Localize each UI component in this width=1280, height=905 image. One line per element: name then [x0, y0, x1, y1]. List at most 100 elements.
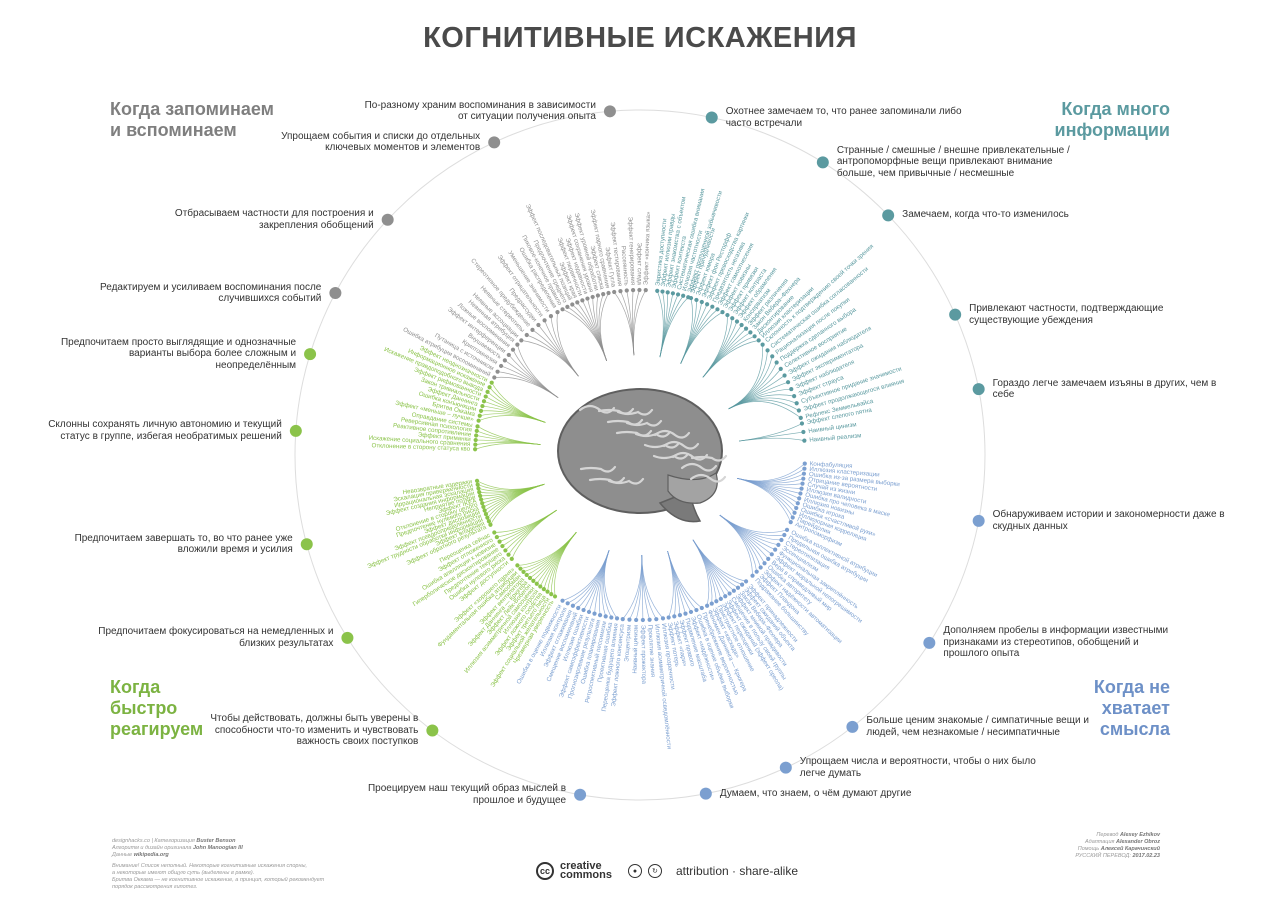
reason-label: По-разному храним воспоминания в зависим…: [364, 99, 596, 123]
bias-dot: [743, 326, 749, 331]
reason-label: Упрощаем события и списки до отдельных к…: [281, 130, 481, 154]
bias-dot: [624, 288, 629, 293]
bias-dot: [796, 408, 801, 413]
reason-label: Гораздо легче замечаем изъяны в других, …: [992, 377, 1217, 401]
bias-dot: [720, 310, 725, 315]
bias-dot: [677, 612, 683, 618]
bias-branch: [596, 295, 607, 361]
bias-dot: [481, 399, 487, 404]
reason-label: Больше ценим знакомые / симпатичные вещи…: [866, 715, 1089, 738]
bias-dot: [794, 505, 799, 511]
bias-dot: [637, 287, 642, 293]
bias-dot: [620, 616, 625, 622]
bias-dot: [694, 607, 699, 613]
reason-dot: [304, 348, 317, 361]
bias-dot: [586, 609, 592, 615]
bias-dot: [750, 573, 755, 578]
bias-dot: [762, 561, 767, 566]
bias-dot: [473, 442, 478, 447]
bias-label: Отклонение в сторону статуса кво: [371, 442, 470, 452]
bias-dot: [518, 566, 523, 571]
bias-branch: [738, 437, 805, 442]
bias-dot: [792, 394, 797, 399]
page-title: КОГНИТИВНЫЕ ИСКАЖЕНИЯ: [423, 22, 857, 54]
bias-group: Эффект «меньше – лучше»Бритва ОккамаОшиб…: [383, 345, 546, 423]
bias-dot: [634, 617, 639, 623]
bias-dot: [601, 292, 606, 297]
bias-dot: [802, 461, 807, 466]
bias-dot: [477, 490, 482, 495]
bias-branch: [494, 376, 559, 398]
bias-dot: [580, 298, 585, 303]
bias-dot: [801, 429, 806, 435]
bias-dot: [545, 589, 550, 594]
bias-dot: [782, 532, 787, 538]
bias-dot: [478, 408, 484, 414]
bias-dot: [785, 380, 791, 385]
bias-group: Отклонение в сторону статуса квоИскажени…: [368, 411, 541, 453]
bias-dot: [760, 342, 765, 347]
bias-dot: [483, 394, 488, 399]
reason-dot: [341, 631, 354, 644]
bias-dot: [723, 594, 728, 599]
bias-dot: [531, 578, 536, 583]
bias-branch: [544, 320, 579, 377]
bias-dot: [788, 520, 793, 525]
bias-dot: [473, 447, 478, 452]
reason-label: Привлекают частности, подтверждающие сущ…: [969, 303, 1164, 326]
bias-dot: [734, 319, 740, 324]
bias-dot: [555, 310, 560, 315]
bias-dot: [519, 338, 524, 343]
bias-dot: [681, 293, 686, 298]
bias-branch: [508, 354, 559, 398]
bias-branch: [476, 480, 545, 490]
bias-dot: [590, 294, 595, 300]
bias-dot: [799, 421, 805, 426]
bias-label: Наивный цинизм: [632, 625, 640, 674]
bias-dot: [779, 537, 784, 543]
reason-dot: [300, 538, 313, 551]
reason-dot: [488, 136, 501, 149]
bias-dot: [739, 322, 744, 328]
bias-dot: [506, 352, 511, 358]
bias-dot: [502, 358, 507, 363]
cc-icon: cc: [536, 862, 554, 880]
bias-dot: [570, 603, 575, 608]
reason-dot: [972, 514, 985, 527]
bias-dot: [795, 501, 800, 506]
bias-dot: [778, 366, 783, 371]
bias-branch: [737, 468, 805, 482]
quadrant-not-enough-meaning: Когда не хватает смысла: [1093, 677, 1170, 739]
bias-dot: [699, 299, 704, 305]
bias-dot: [575, 300, 580, 305]
bias-branch: [737, 463, 805, 482]
bias-dot: [494, 534, 499, 540]
license-block[interactable]: cc creative commons ● ↻ attribution · sh…: [536, 860, 798, 882]
bias-dot: [727, 591, 732, 596]
bias-branch: [680, 311, 723, 364]
bias-branch: [487, 391, 546, 423]
reason-dot: [574, 788, 587, 801]
bias-label: Эффект следа: [636, 243, 643, 286]
bias-dot: [792, 510, 797, 515]
bias-dot: [530, 327, 535, 332]
bias-branch: [491, 382, 546, 423]
bias-dot: [754, 569, 759, 574]
bias-dot: [660, 616, 666, 621]
bias-dot: [666, 615, 671, 620]
bias-dot: [542, 318, 547, 323]
bias-label: Конфабуляция: [810, 461, 853, 470]
bias-dot: [665, 290, 670, 295]
reason-dot: [603, 105, 616, 118]
bias-dot: [478, 493, 483, 498]
bias-dot: [699, 605, 704, 611]
bias-branch: [512, 349, 559, 398]
bias-dot: [524, 332, 529, 338]
credits-left: designhacks.co | Категоризация Buster Be…: [112, 838, 325, 890]
bias-branch: [622, 554, 643, 620]
bias-dot: [570, 302, 575, 307]
bias-dot: [709, 601, 714, 606]
